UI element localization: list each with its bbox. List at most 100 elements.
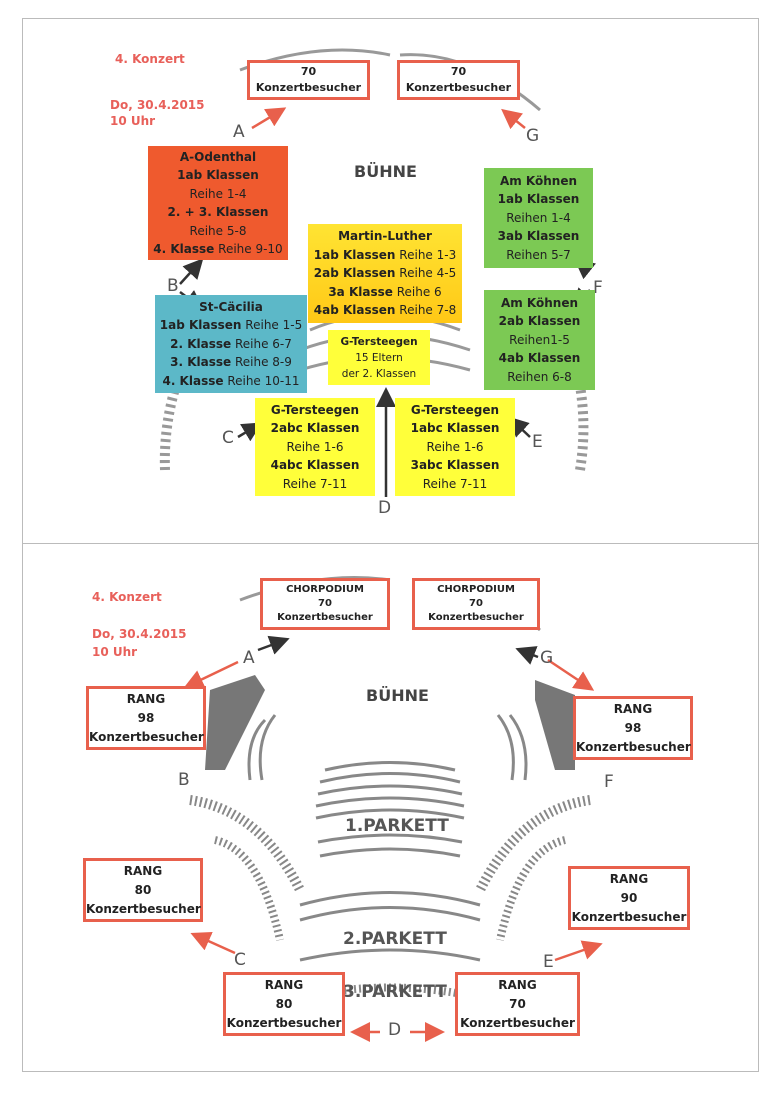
entrance-c: C: [234, 950, 246, 970]
school-martin-luther: Martin-Luther 1ab Klassen Reihe 1-3 2ab …: [308, 224, 462, 323]
class: 3a Klasse: [328, 284, 393, 299]
school-st-caecilia: St-Cäcilia 1ab Klassen Reihe 1-5 2. Klas…: [155, 295, 307, 393]
line: 4. Klasse Reihe 10-11: [155, 372, 307, 391]
count: 15 Eltern: [355, 351, 403, 364]
rows: Reihe 1-6: [426, 439, 484, 454]
label: CHORPODIUM: [437, 584, 515, 595]
school-name: G-Tersteegen: [270, 402, 360, 417]
entrance-c: C: [222, 428, 234, 448]
concert-title: 4. Konzert: [115, 52, 185, 66]
class: 1ab Klassen: [159, 318, 242, 333]
entrance-b: B: [167, 276, 179, 296]
school-name: Martin-Luther: [338, 229, 432, 244]
concert-title: 4. Konzert: [92, 590, 162, 604]
class: 4ab Klassen: [498, 351, 581, 366]
parkett-1-label: 1.PARKETT: [345, 816, 449, 836]
class: 3ab Klassen: [497, 229, 580, 244]
school-name: Am Köhnen: [499, 173, 578, 188]
class: 1ab Klassen: [497, 192, 580, 207]
class: 4. Klasse: [153, 242, 215, 256]
label: Konzertbesucher: [89, 729, 204, 744]
label: RANG: [498, 977, 537, 992]
label: Konzertbesucher: [255, 81, 362, 94]
concert-date: Do, 30.4.2015: [110, 98, 205, 112]
line: 3a Klasse Reihe 6: [308, 283, 462, 302]
line: 1ab Klassen Reihe 1-5: [155, 316, 307, 335]
label: Konzertbesucher: [460, 1015, 575, 1030]
school-name: Am Köhnen: [500, 295, 579, 310]
rows: Reihe 7-11: [422, 476, 488, 491]
school-name: A-Odenthal: [179, 149, 257, 164]
entrance-d: D: [388, 1020, 402, 1040]
rows: Reihe 6-7: [231, 336, 292, 351]
parkett-2-label: 2.PARKETT: [343, 929, 447, 949]
rows: Reihe 1-6: [286, 439, 344, 454]
rows: Reihe 10-11: [223, 373, 300, 388]
label: RANG: [123, 863, 163, 878]
label: RANG: [609, 871, 649, 886]
label: RANG: [264, 977, 304, 992]
count: 70: [509, 996, 526, 1011]
rows: Reihe 6: [392, 284, 442, 299]
entrance-a: A: [243, 648, 255, 668]
class: 4. Klasse: [162, 373, 224, 388]
bottom-panel: [22, 543, 759, 1072]
line: 2ab Klassen Reihe 4-5: [308, 264, 462, 283]
school-name: G-Tersteegen: [410, 402, 500, 417]
stage-label: BÜHNE: [354, 162, 417, 181]
entrance-f: F: [604, 772, 614, 792]
rows: Reihe 7-8: [395, 303, 457, 318]
rows: Reihe 7-11: [282, 476, 348, 491]
parkett-3-label: 3.PARKETT: [343, 982, 447, 1002]
class: 2abc Klassen: [270, 421, 360, 436]
line: 1ab Klassen Reihe 1-3: [308, 246, 462, 265]
entrance-e: E: [543, 952, 554, 972]
label: Konzertbesucher: [405, 81, 512, 94]
class: 1ab Klassen: [313, 247, 396, 262]
count: 90: [620, 890, 638, 905]
rows: Reihe 5-8: [189, 223, 247, 238]
entrance-d: D: [378, 498, 392, 518]
rows: Reihe 1-4: [189, 186, 247, 201]
rows: Reihen 1-4: [506, 210, 571, 225]
label: Konzertbesucher: [277, 612, 373, 623]
line: 3. Klasse Reihe 8-9: [155, 353, 307, 372]
count: 70: [450, 65, 467, 78]
count: 70: [318, 598, 332, 609]
count: 80: [275, 996, 293, 1011]
concert-time: 10 Uhr: [92, 645, 138, 659]
rows: Reihen 5-7: [506, 247, 571, 262]
label: Konzertbesucher: [428, 612, 524, 623]
entrance-e: E: [532, 432, 543, 452]
class: 1abc Klassen: [410, 421, 500, 436]
class: 2. Klasse: [170, 336, 232, 351]
label: Konzertbesucher: [571, 909, 687, 924]
rows: Reihen 6-8: [507, 369, 572, 384]
count: 80: [134, 882, 152, 897]
label: RANG: [126, 691, 166, 706]
class: 3abc Klassen: [410, 458, 500, 473]
class: 3. Klasse: [170, 355, 232, 370]
entrance-g: G: [526, 126, 540, 146]
count: 70: [469, 598, 483, 609]
label: RANG: [613, 701, 653, 716]
rows: Reihe 9-10: [214, 242, 283, 256]
class: 2ab Klassen: [498, 314, 581, 329]
rows: Reihe 1-3: [395, 247, 457, 262]
class: 4abc Klassen: [270, 458, 360, 473]
count: 98: [137, 710, 155, 725]
